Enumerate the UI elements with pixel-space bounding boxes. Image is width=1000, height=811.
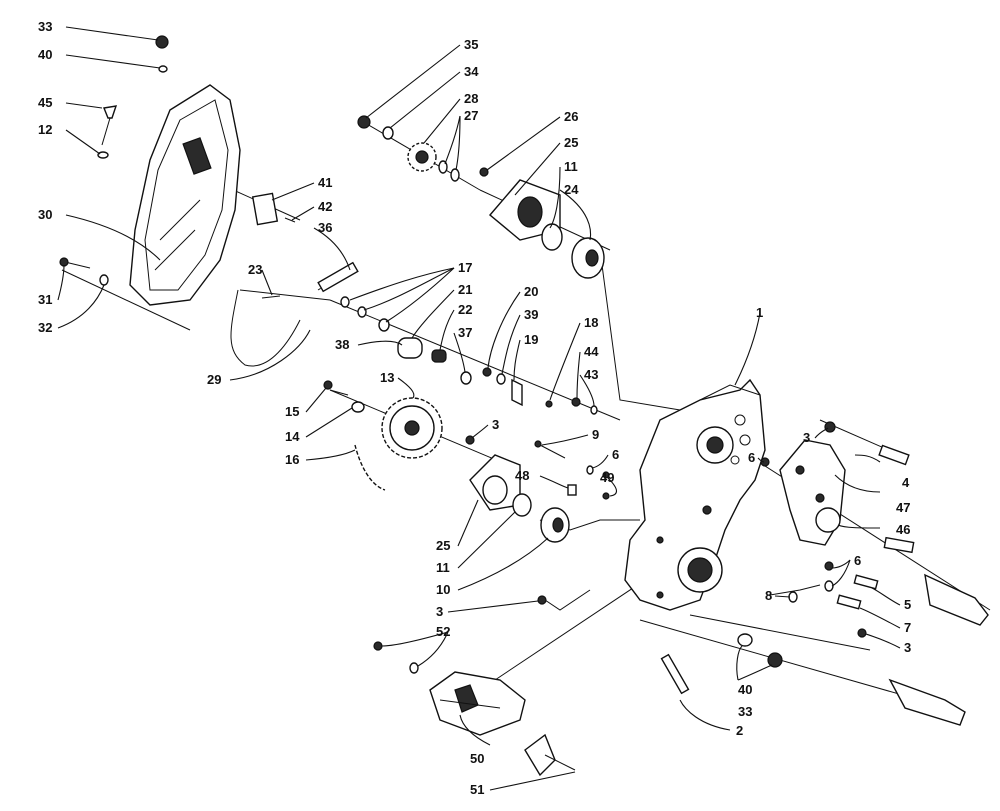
callout-46: 46 [896,522,910,537]
callout-26: 26 [564,109,578,124]
callout-29: 29 [207,372,221,387]
callout-28: 28 [464,91,478,106]
callout-24: 24 [564,182,579,197]
callout-32: 32 [38,320,52,335]
callout-2: 2 [736,723,743,738]
callout-50: 50 [470,751,484,766]
callout-30: 30 [38,207,52,222]
callout-37: 37 [458,325,472,340]
callout-6-lower-right: 6 [854,553,861,568]
callout-25-lower: 25 [436,538,450,553]
callout-45: 45 [38,95,52,110]
callout-4: 4 [902,475,910,490]
callout-36: 36 [318,220,332,235]
chaincase-housing [624,378,766,611]
callout-8: 8 [765,588,772,603]
tensioner-block [429,671,576,777]
callout-47: 47 [896,500,910,515]
callout-11-upper: 11 [564,159,578,174]
callout-33-bottom: 33 [738,704,752,719]
callout-42: 42 [318,199,332,214]
callout-51: 51 [470,782,484,797]
callout-49: 49 [600,470,614,485]
callout-15: 15 [285,404,299,419]
chaincase-cover [129,84,241,306]
callout-12: 12 [38,122,52,137]
callout-21: 21 [458,282,472,297]
callout-1: 1 [756,305,763,320]
lower-sprocket-assembly [323,380,443,491]
callout-11-lower: 11 [436,560,450,575]
callout-7: 7 [904,620,911,635]
callout-33-top: 33 [38,19,52,34]
callout-labels: 33 40 45 12 30 31 32 35 34 28 27 26 25 1… [38,19,911,797]
callout-10: 10 [436,582,450,597]
callout-3-right: 3 [803,430,810,445]
callout-31: 31 [38,292,52,307]
bearing-plate [760,421,915,554]
callout-6-upper-right: 6 [748,450,755,465]
lower-bearing-flange [465,435,570,543]
callout-27: 27 [464,108,478,123]
callout-19: 19 [524,332,538,347]
callout-5: 5 [904,597,911,612]
callout-39: 39 [524,307,538,322]
callout-3-lower-left: 3 [436,604,443,619]
callout-41: 41 [318,175,332,190]
callout-52: 52 [436,624,450,639]
callout-6-center: 6 [612,447,619,462]
callout-40-top: 40 [38,47,52,62]
callout-17: 17 [458,260,472,275]
lower-hardware [373,595,783,695]
callout-20: 20 [524,284,538,299]
callout-44: 44 [584,344,599,359]
callout-34: 34 [464,64,479,79]
upper-sprocket-stack [357,115,460,182]
tensioner-hardware [230,192,359,367]
leader-lines [57,26,901,791]
callout-22: 22 [458,302,472,317]
callout-38: 38 [335,337,349,352]
center-hardware [534,440,610,500]
right-shafts [788,561,989,726]
callout-23: 23 [248,262,262,277]
callout-18: 18 [584,315,598,330]
callout-25-upper: 25 [564,135,578,150]
callout-16: 16 [285,452,299,467]
upper-bearing-flange [479,167,605,279]
callout-13: 13 [380,370,394,385]
callout-43: 43 [584,367,598,382]
callout-3-center: 3 [492,417,499,432]
callout-9: 9 [592,427,599,442]
callout-14: 14 [285,429,300,444]
callout-40-bottom: 40 [738,682,752,697]
callout-3-lower-right: 3 [904,640,911,655]
callout-48: 48 [515,468,529,483]
callout-35: 35 [464,37,478,52]
